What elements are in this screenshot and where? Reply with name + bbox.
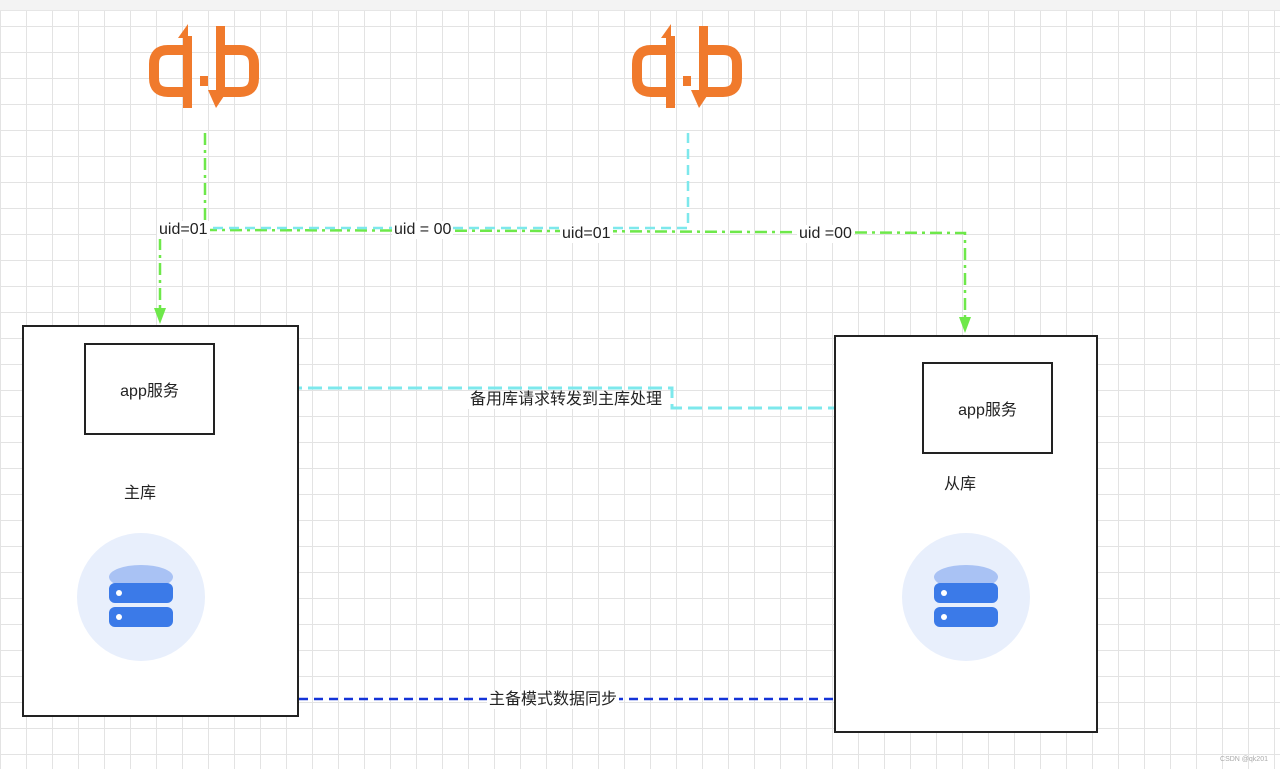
route-label-left-cyan: uid = 00 xyxy=(392,221,454,239)
route-label-left-green: uid=01 xyxy=(157,221,210,239)
standby-app-service-box[interactable]: app服务 xyxy=(922,362,1053,454)
primary-db-label: 主库 xyxy=(124,485,157,502)
arrowhead-primary xyxy=(154,308,166,324)
sync-label: 主备模式数据同步 xyxy=(487,691,620,709)
standby-db-label: 从库 xyxy=(944,476,977,493)
database-icon xyxy=(77,533,205,661)
primary-app-service-box[interactable]: app服务 xyxy=(84,343,215,435)
forward-label: 备用库请求转发到主库处理 xyxy=(468,391,665,409)
route-line-right-gateway-cyan xyxy=(210,133,690,230)
route-label-right-green: uid=01 xyxy=(560,225,613,243)
forward-line xyxy=(230,386,922,410)
top-toolbar-strip xyxy=(0,0,1280,11)
watermark: CSDN @qk201 xyxy=(1220,756,1268,763)
gateway-icon xyxy=(149,24,259,108)
route-label-right-cyan: uid =00 xyxy=(797,225,854,243)
database-icon xyxy=(902,533,1030,661)
gateway-icon xyxy=(632,24,742,108)
arrowhead-standby xyxy=(959,317,971,333)
route-line-left-gateway-to-standby xyxy=(204,228,967,320)
